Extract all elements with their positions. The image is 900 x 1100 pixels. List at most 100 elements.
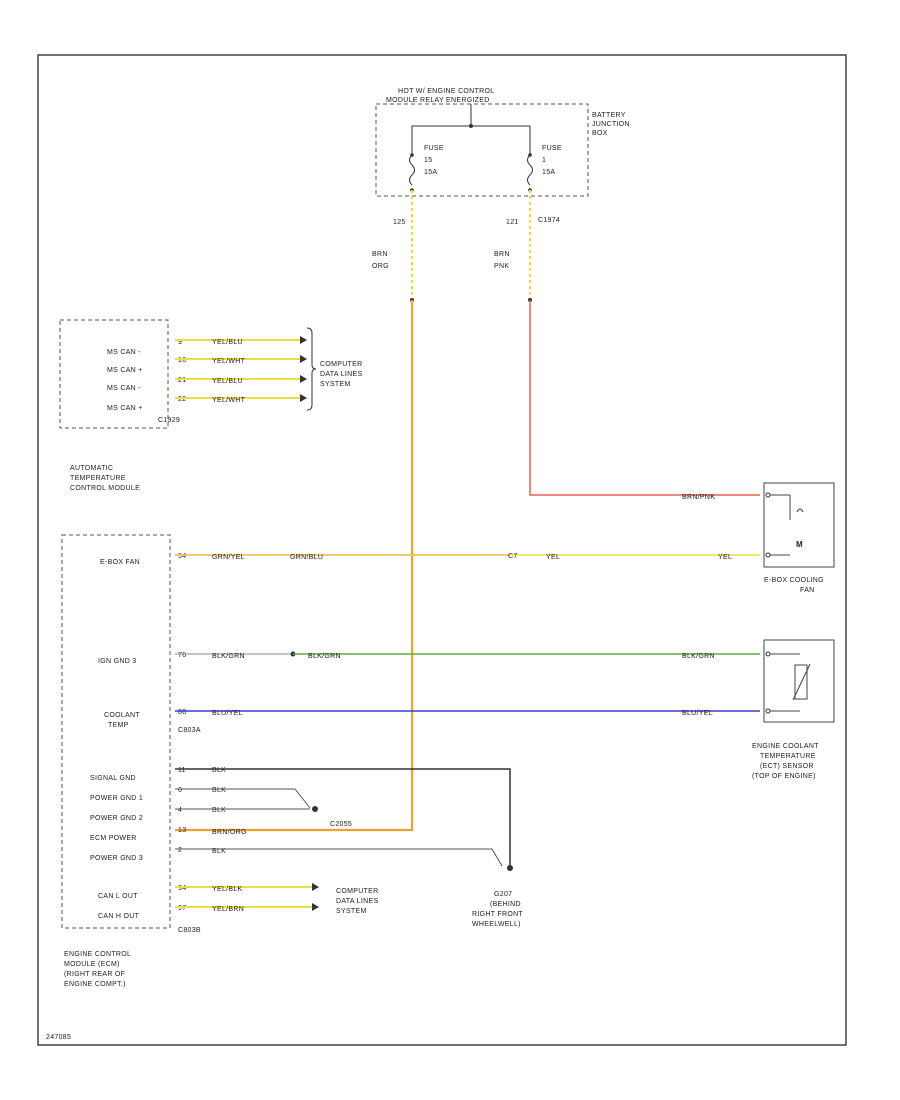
ect-name-line2: TEMPERATURE xyxy=(760,753,816,760)
ect-name-line3: (ECT) SENSOR xyxy=(760,763,814,770)
motor-icon: M xyxy=(796,540,803,549)
ground-line4: WHEELWELL) xyxy=(472,921,521,928)
ecm-lower-pin: 4 xyxy=(178,807,182,814)
ecm-can-label: CAN L OUT xyxy=(98,893,138,900)
atcm-dest-line2: DATA LINES xyxy=(320,371,362,378)
ecm-lower-wire: BLK xyxy=(212,807,226,814)
arrow-icon xyxy=(312,903,319,911)
bjb-label-line3: BOX xyxy=(592,130,608,137)
fuse-right-l2: 1 xyxy=(542,157,546,164)
ecm-can-wire: YEL/BRN xyxy=(212,906,244,913)
signal-gnd-wire xyxy=(175,768,511,866)
ecm-can-wire: YEL/BLK xyxy=(212,886,243,893)
atcm-bracket xyxy=(306,327,317,411)
atcm-pin-label: MS CAN + xyxy=(107,367,143,374)
ecm-lower-pin: 13 xyxy=(178,827,186,834)
ecm-coolant-label1: COOLANT xyxy=(104,712,140,719)
arrow-icon xyxy=(300,375,307,383)
thermistor-icon xyxy=(794,664,808,700)
atcm-dest-line1: COMPUTER xyxy=(320,361,362,368)
ecm-dest-line3: SYSTEM xyxy=(336,908,367,915)
ecm-ign-gnd-pin: 76 xyxy=(178,652,186,659)
atcm-pin-number: 22 xyxy=(178,396,186,403)
footer-code: 247085 xyxy=(46,1034,71,1041)
ign-gnd-wire: BLK/GRN xyxy=(212,653,245,660)
atcm-wire-label: YEL/BLU xyxy=(212,339,243,346)
ecm-name-line4: ENGINE COMPT.) xyxy=(64,981,126,988)
atcm-dest-line3: SYSTEM xyxy=(320,381,351,388)
ect-name-line4: (TOP OF ENGINE) xyxy=(752,773,816,780)
ecm-lower-label: POWER GND 1 xyxy=(90,795,143,802)
ecm-can-row-2: CAN H OUT 97 YEL/BRN xyxy=(98,903,319,920)
ecm-coolant-label2: TEMP xyxy=(108,722,129,729)
bjb-label-line2: JUNCTION xyxy=(592,121,630,128)
atcm-wire-label: YEL/BLU xyxy=(212,378,243,385)
ecm-name-line3: (RIGHT REAR OF xyxy=(64,971,125,978)
ecm-lower-wire: BLK xyxy=(212,848,226,855)
ect-green-label-2: BLK/GRN xyxy=(682,653,715,660)
arrow-icon xyxy=(300,336,307,344)
ebox-fan-splice: C7 xyxy=(508,553,518,560)
ect-sensor-outline xyxy=(763,639,835,723)
atcm-pin-number: 21 xyxy=(178,377,186,384)
fuse-left-l2: 15 xyxy=(424,157,432,164)
fuse-15-symbol xyxy=(409,154,415,186)
ebox-fan-wire2: GRN/BLU xyxy=(290,554,323,561)
fan-name-line2: FAN xyxy=(800,587,815,594)
ecm-can-row-1: CAN L OUT 94 YEL/BLK xyxy=(98,883,319,900)
splice-c2055-label: C2055 xyxy=(330,821,352,828)
power-gnd3-wire xyxy=(175,848,503,867)
connector-right-name: C1974 xyxy=(538,217,560,224)
ect-green-label-1: BLK/GRN xyxy=(308,653,341,660)
ecm-dest-line2: DATA LINES xyxy=(336,898,378,905)
ecm-lower-pin: 11 xyxy=(178,767,186,774)
atcm-wire-label: YEL/WHT xyxy=(212,358,246,365)
fuse-right-l3: 15A xyxy=(542,169,555,176)
ect-blue-label-2: BLU/YEL xyxy=(682,710,713,717)
ecm-lower-pin: 2 xyxy=(178,847,182,854)
ecm-lower-row-4: ECM POWER 13 BRN/ORG xyxy=(90,827,247,842)
ecm-ebox-fan-pin: 54 xyxy=(178,553,186,560)
ecm-connector-a: C803A xyxy=(178,727,201,734)
ect-name-line1: ENGINE COOLANT xyxy=(752,743,819,750)
ground-line2: (BEHIND xyxy=(490,901,521,908)
ecm-lower-row-2: POWER GND 1 6 BLK xyxy=(90,787,311,809)
ecm-lower-row-5: POWER GND 3 2 BLK xyxy=(90,847,503,867)
connector-left-pin: 125 xyxy=(393,219,406,226)
ecm-lower-pin: 6 xyxy=(178,787,182,794)
atcm-pin-label: MS CAN - xyxy=(107,349,141,356)
atcm-pin-row-4: MS CAN + 22 YEL/WHT xyxy=(107,394,307,412)
atcm-outline xyxy=(59,319,169,429)
ecm-can-pin: 94 xyxy=(178,885,186,892)
atcm-pin-row-1: MS CAN - 9 YEL/BLU xyxy=(107,336,307,356)
atcm-pin-number: 10 xyxy=(178,357,186,364)
arrow-icon xyxy=(300,355,307,363)
ecm-ebox-fan-label: E-BOX FAN xyxy=(100,559,140,566)
ecm-can-label: CAN H OUT xyxy=(98,913,140,920)
ecm-lower-label: ECM POWER xyxy=(90,835,137,842)
fan-power-wire xyxy=(529,300,760,496)
fan-yel-label-1: YEL xyxy=(546,554,560,561)
ebox-fan-wire1: GRN/YEL xyxy=(212,554,245,561)
atcm-name-line3: CONTROL MODULE xyxy=(70,485,140,492)
ecm-lower-wire: BRN/ORG xyxy=(212,829,247,836)
wire-left-gauge: BRN xyxy=(372,251,388,258)
wire-right-color: PNK xyxy=(494,263,509,270)
ecm-lower-label: POWER GND 3 xyxy=(90,855,143,862)
power-gnd1-wire xyxy=(175,788,311,809)
fuse-right-l1: FUSE xyxy=(542,145,562,152)
ground-line3: RIGHT FRONT xyxy=(472,911,523,918)
bjb-label-line1: BATTERY xyxy=(592,112,626,119)
atcm-pin-label: MS CAN - xyxy=(107,385,141,392)
atcm-pin-number: 9 xyxy=(178,339,182,346)
ecm-lower-label: SIGNAL GND xyxy=(90,775,136,782)
ecm-outline xyxy=(61,534,171,929)
arrow-icon xyxy=(312,883,319,891)
atcm-connector: C1929 xyxy=(158,417,180,424)
fan-outline xyxy=(763,482,835,568)
ecm-name-line1: ENGINE CONTROL xyxy=(64,951,131,958)
arrow-icon xyxy=(300,394,307,402)
fuse-left-l3: 15A xyxy=(424,169,437,176)
atcm-pin-label: MS CAN + xyxy=(107,405,143,412)
